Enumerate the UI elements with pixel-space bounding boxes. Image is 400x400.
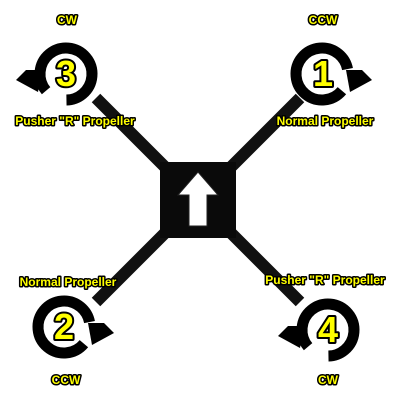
rotate-cw-icon [278, 298, 360, 362]
motor-4-number: 4 [318, 309, 338, 350]
motor-3-number: 3 [56, 53, 76, 94]
motor-4-rotation: CW [318, 373, 339, 387]
motor-2-rotation: CCW [52, 373, 81, 387]
motor-3-rotation: CW [57, 13, 78, 27]
motor-2-number: 2 [54, 306, 74, 347]
motor-3-propeller: Pusher "R" Propeller [15, 114, 135, 128]
motor-1-rotation: CCW [309, 13, 338, 27]
motor-3: 3 CW Pusher "R" Propeller [14, 12, 137, 130]
rotate-ccw-icon [32, 295, 114, 359]
motor-4: 4 Pusher "R" Propeller CW [264, 272, 387, 389]
motor-1-number: 1 [313, 53, 333, 94]
motor-1: 1 CCW Normal Propeller [275, 12, 375, 130]
motor-2: 2 Normal Propeller CCW [18, 274, 118, 389]
rotate-ccw-icon [290, 42, 372, 106]
motor-4-propeller: Pusher "R" Propeller [265, 273, 385, 287]
motor-2-propeller: Normal Propeller [20, 275, 117, 289]
motor-1-propeller: Normal Propeller [277, 114, 374, 128]
rotate-cw-icon [16, 42, 98, 106]
up-arrow-icon [176, 171, 220, 227]
